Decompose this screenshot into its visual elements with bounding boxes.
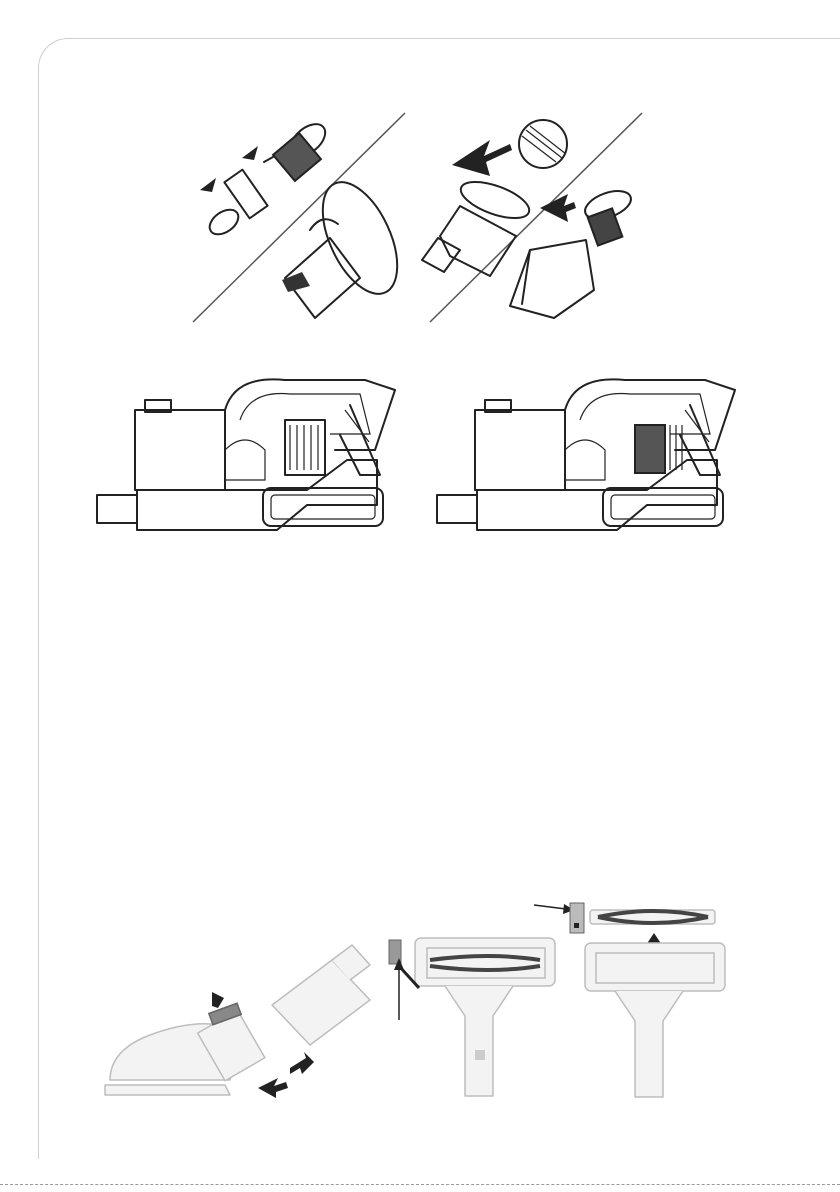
page-bottom-rule — [0, 1184, 840, 1185]
floor-head-detach — [100, 940, 370, 1100]
handheld-unit-filter-removed — [435, 370, 740, 535]
filter-disassembly-steps — [190, 110, 650, 325]
handheld-unit-filter-inserted — [95, 370, 400, 535]
brush-roll-removal — [530, 895, 730, 1100]
